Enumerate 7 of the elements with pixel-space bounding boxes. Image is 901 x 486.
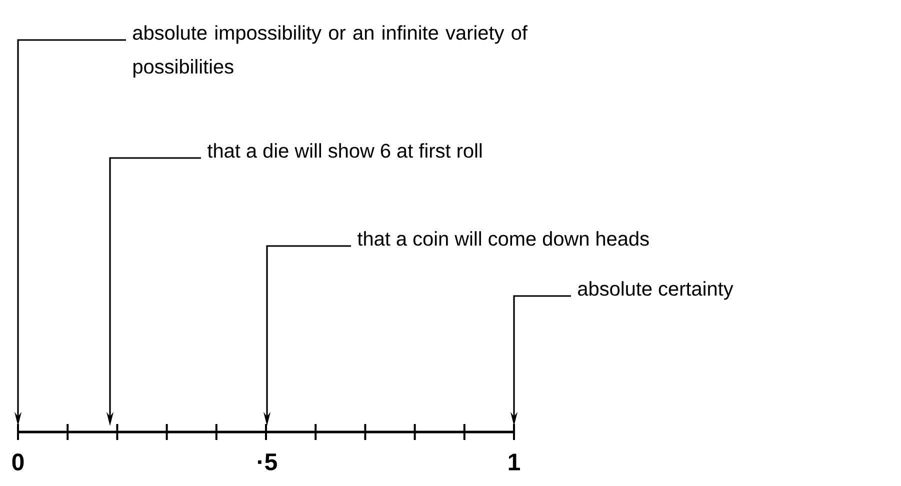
annotation-text: that a coin will come down heads xyxy=(358,231,649,246)
axis-label: 0 xyxy=(12,454,24,470)
annotation-text: absolute impossibility or an infinite variety of possibilities xyxy=(133,25,528,78)
axis-label: 1 xyxy=(508,454,520,470)
annotation-text: absolute certainty xyxy=(578,281,734,300)
axis-label: ·5 xyxy=(258,454,277,470)
annotation-text: that a die will show 6 at first roll xyxy=(208,143,482,158)
